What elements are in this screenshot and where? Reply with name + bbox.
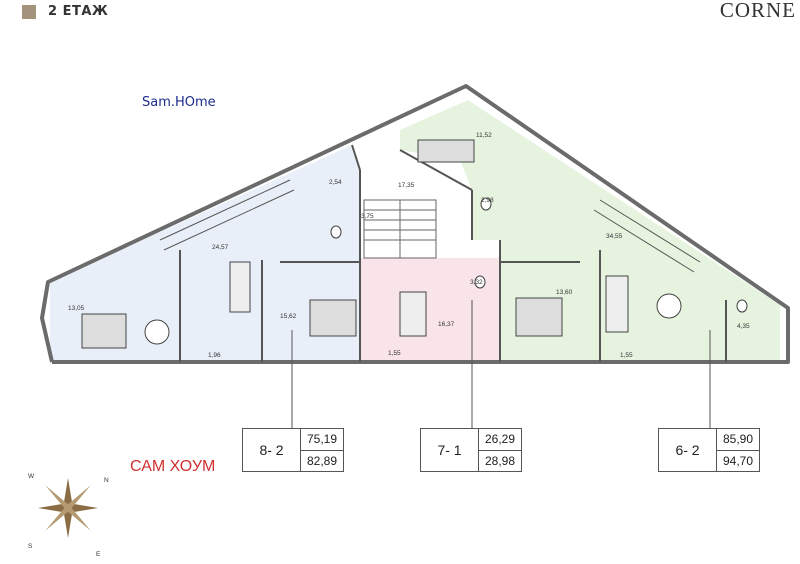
compass-rose-icon: N W S E: [28, 473, 109, 558]
unit-gross-area: 94,70: [723, 453, 754, 468]
watermark-top: Sam.HOme: [142, 95, 216, 110]
dining-table-icon: [144, 293, 682, 345]
staircase: [363, 199, 437, 259]
room-area-label: 16,37: [438, 321, 455, 328]
unit-net-area: 26,29: [479, 429, 521, 451]
unit-net-area: 85,90: [717, 429, 759, 451]
unit-gross-area: 82,89: [307, 453, 338, 468]
room-area-label: 34,55: [606, 233, 623, 240]
unit-gross-area: 28,98: [485, 453, 516, 468]
unit-8-2-area[interactable]: [50, 145, 360, 362]
outer-walls: [40, 84, 790, 364]
room-area-label: 17,35: [398, 182, 415, 189]
unit-6-2-area[interactable]: [400, 100, 780, 362]
floor-header: 2 ЕТАЖ: [22, 4, 108, 19]
unit-label: 8- 2: [243, 429, 301, 471]
compass-n: N: [104, 477, 109, 484]
kitchen-counter-icon: [159, 179, 701, 273]
unit-7-1-area[interactable]: [360, 258, 500, 362]
room-area-label: 3,75: [361, 213, 374, 220]
bed-icon: [81, 139, 563, 349]
floor-swatch: [22, 4, 36, 19]
compass-w: W: [28, 473, 35, 480]
toilet-icon: [330, 197, 748, 313]
sofa-icon: [229, 261, 629, 337]
room-area-label: 1,55: [620, 352, 633, 359]
unit-label: 6- 2: [659, 429, 717, 471]
leader-lines: [291, 300, 711, 428]
brand-logo-text: CORNE: [719, 0, 796, 22]
room-area-label: 13,05: [68, 305, 85, 312]
unit-net-area: 75,19: [301, 429, 343, 451]
compass-s: S: [28, 543, 33, 550]
compass-e: E: [96, 551, 101, 558]
unit-box-8-2[interactable]: 8- 2 75,19 82,89: [242, 428, 344, 472]
room-area-label: 1,55: [388, 350, 401, 357]
room-area-label: 24,57: [212, 244, 229, 251]
room-area-label: 11,52: [476, 132, 492, 139]
room-area-label: 2,54: [329, 179, 342, 186]
room-area-label: 13,60: [556, 289, 573, 296]
unit-box-7-1[interactable]: 7- 1 26,29 28,98: [420, 428, 522, 472]
floor-label: 2 ЕТАЖ: [48, 4, 109, 19]
room-area-label: 4,35: [737, 323, 750, 330]
watermark-middle: САМ ХОУМ: [130, 458, 216, 475]
unit-box-6-2[interactable]: 6- 2 85,90 94,70: [658, 428, 760, 472]
room-area-label: 3,32: [470, 279, 483, 286]
inner-walls: [179, 144, 727, 362]
room-area-label: 2,98: [481, 197, 494, 204]
unit-label: 7- 1: [421, 429, 479, 471]
room-area-label: 15,62: [280, 313, 297, 320]
room-area-label: 1,96: [208, 352, 221, 359]
